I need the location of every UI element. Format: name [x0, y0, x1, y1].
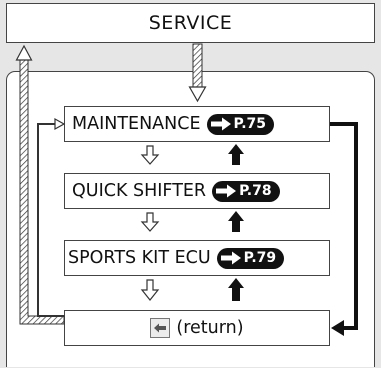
page-reference-badge: P.79	[216, 247, 285, 269]
return-icon	[150, 318, 171, 338]
right-arrow-icon	[216, 184, 237, 198]
enter-menu-arrow	[188, 43, 207, 103]
menu-item-return[interactable]: (return)	[64, 310, 330, 346]
up-arrow-icon	[228, 278, 244, 301]
loop-to-top-arrow	[37, 117, 66, 317]
menu-item-label: QUICK SHIFTER	[72, 181, 207, 201]
return-label: (return)	[176, 318, 244, 338]
menu-item-maintenance[interactable]: MAINTENANCE P.75	[64, 106, 330, 142]
menu-item-sports-kit-ecu[interactable]: SPORTS KIT ECU P.79	[64, 240, 330, 276]
right-arrow-icon	[210, 117, 231, 131]
right-arrow-icon	[220, 251, 241, 265]
up-arrow-icon	[228, 211, 244, 232]
menu-item-quick-shifter[interactable]: QUICK SHIFTER P.78	[64, 173, 330, 209]
jump-to-return-arrow	[330, 122, 358, 336]
up-arrow-icon	[228, 144, 244, 165]
service-label: SERVICE	[148, 12, 233, 34]
page-reference-text: P.75	[233, 116, 267, 132]
menu-item-label: SPORTS KIT ECU	[68, 248, 211, 268]
down-arrow-icon	[140, 145, 160, 165]
down-arrow-icon	[140, 212, 160, 232]
page-reference-text: P.78	[239, 183, 272, 199]
page-reference-badge: P.78	[212, 180, 280, 202]
down-arrow-icon	[140, 279, 160, 301]
page-reference-text: P.79	[243, 250, 277, 266]
menu-item-label: MAINTENANCE	[72, 114, 201, 134]
service-menu-box[interactable]: SERVICE	[6, 3, 375, 43]
page-reference-badge: P.75	[206, 113, 274, 135]
exit-menu-arrow	[15, 44, 65, 325]
